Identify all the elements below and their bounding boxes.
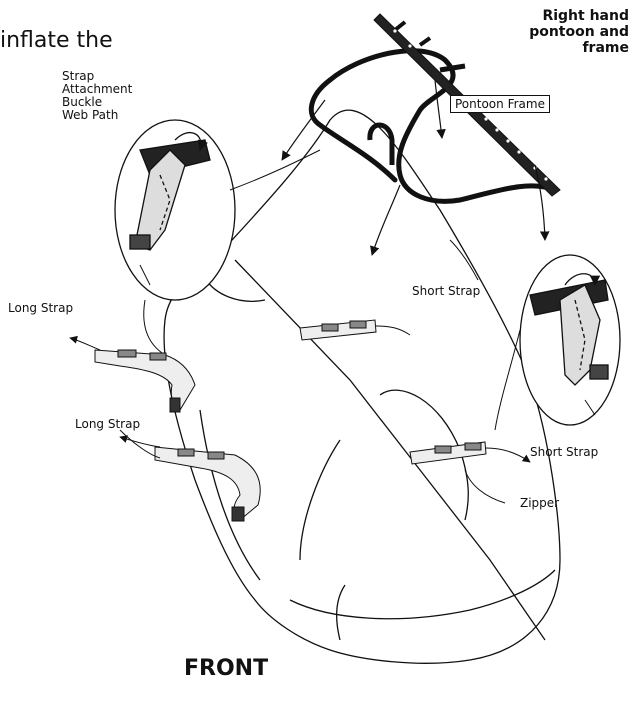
long-strap-upper bbox=[70, 338, 195, 412]
web-path-label: Strap Attachment Buckle Web Path bbox=[62, 70, 132, 122]
title-line-1: Right hand bbox=[489, 8, 629, 24]
short-strap-upper-label: Short Strap bbox=[412, 285, 480, 298]
short-strap-upper bbox=[300, 320, 410, 340]
short-strap-lower bbox=[410, 442, 530, 464]
title-line-3: frame bbox=[489, 40, 629, 56]
zipper-leader bbox=[465, 470, 505, 503]
diagram-title: Right hand pontoon and frame bbox=[489, 8, 629, 56]
title-line-2: pontoon and bbox=[489, 24, 629, 40]
long-strap-lower bbox=[120, 437, 260, 521]
zipper-label: Zipper bbox=[520, 497, 559, 510]
web-path-line-4: Web Path bbox=[62, 109, 132, 122]
right-buckle-detail bbox=[520, 255, 620, 425]
long-strap-lower-label: Long Strap bbox=[75, 418, 140, 431]
pontoon-frame-label: Pontoon Frame bbox=[450, 95, 550, 113]
short-strap-lower-label: Short Strap bbox=[530, 446, 598, 459]
front-label: FRONT bbox=[184, 656, 268, 681]
header-fragment: inflate the bbox=[0, 28, 113, 53]
long-strap-upper-label: Long Strap bbox=[8, 302, 73, 315]
left-buckle-detail bbox=[115, 120, 235, 300]
long-strap-leader bbox=[120, 430, 160, 458]
